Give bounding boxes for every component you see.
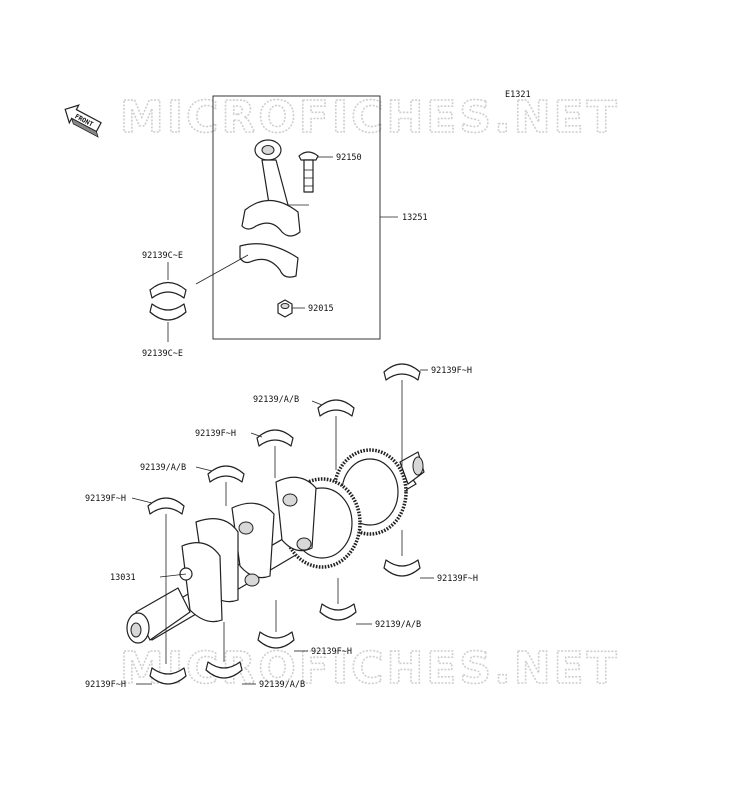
label-92139ab-2: 92139/A/B — [140, 463, 186, 473]
label-13251: 13251 — [402, 213, 428, 223]
label-92139fh-4: 92139F~H — [437, 574, 478, 584]
label-92139fh-5: 92139F~H — [311, 647, 352, 657]
main-bearing-fh-2-icon — [256, 429, 294, 447]
connecting-rod-icon — [239, 139, 301, 278]
rod-bearing-upper-icon — [149, 281, 187, 299]
main-bearing-ab-3-icon — [319, 603, 357, 621]
main-bearing-ab-1-icon — [317, 399, 355, 417]
label-92150: 92150 — [336, 153, 362, 163]
front-arrow-icon: FRONT — [64, 104, 102, 138]
leader-lines — [131, 369, 434, 685]
main-bearing-fh-3-icon — [147, 497, 185, 515]
label-92139ab-4: 92139/A/B — [259, 680, 305, 690]
rod-assembly-box — [212, 95, 381, 340]
main-bearing-fh-5-icon — [257, 631, 295, 649]
label-92139fh-1: 92139F~H — [431, 366, 472, 376]
label-92139ab-3: 92139/A/B — [375, 620, 421, 630]
main-bearing-ab-2-icon — [207, 465, 245, 483]
label-92015: 92015 — [308, 304, 334, 314]
bearing-guide-line — [195, 254, 249, 285]
rod-bearing-lower-icon — [149, 303, 187, 321]
main-bearing-fh-4-icon — [383, 559, 421, 577]
diagram-code: E1321 — [505, 90, 531, 100]
label-92139fh-6: 92139F~H — [85, 680, 126, 690]
crankshaft-icon — [126, 448, 425, 644]
main-bearing-fh-1-icon — [383, 363, 421, 381]
rod-bolt-icon — [298, 151, 319, 193]
watermark-top: MICROFICHES.NET — [120, 92, 620, 143]
label-13031: 13031 — [110, 573, 136, 583]
label-92139ce-bottom: 92139C~E — [142, 349, 183, 359]
label-92139fh-2: 92139F~H — [195, 429, 236, 439]
label-92139ce-top: 92139C~E — [142, 251, 183, 261]
main-bearing-fh-6-icon — [149, 667, 187, 685]
watermark-bottom: MICROFICHES.NET — [120, 643, 620, 694]
rod-nut-icon — [277, 299, 293, 318]
label-92139ab-1: 92139/A/B — [253, 395, 299, 405]
main-bearing-ab-4-icon — [205, 661, 243, 679]
label-92139fh-3: 92139F~H — [85, 494, 126, 504]
